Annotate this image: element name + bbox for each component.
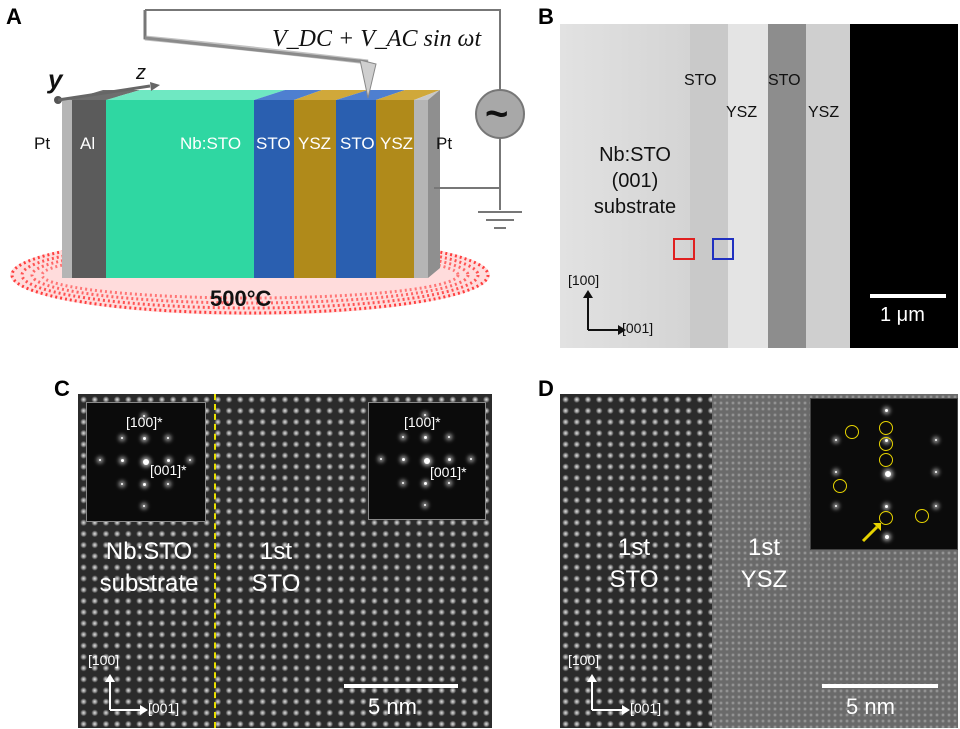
b-direction-arrows [583, 290, 626, 335]
c-inset-right-label-001: [001]* [430, 464, 467, 480]
b-dir-right-label: [001] [622, 320, 654, 336]
d-scale-bar [822, 684, 938, 688]
nbsto-label: Nb:STO [180, 134, 242, 153]
sto-layer-1 [254, 100, 294, 278]
ground-symbol [478, 211, 522, 229]
ysz-layer-2 [376, 100, 414, 278]
d-dir-right-label: [001] [630, 700, 662, 716]
c-scale-label: 5 nm [368, 694, 417, 719]
c-diffraction-inset-left [86, 402, 206, 522]
d-region-left-1: 1st [617, 534, 650, 561]
c-scale-bar [344, 684, 458, 688]
axis-z-label: z [136, 62, 146, 84]
al-layer [72, 100, 106, 278]
afm-tip [359, 59, 377, 99]
axis-y-label: y [48, 64, 63, 94]
b-sto-2-label: STO [768, 72, 801, 89]
ysz-label-1: YSZ [298, 134, 332, 153]
c-region-right-1: 1st [259, 538, 292, 565]
al-label: Al [80, 134, 96, 153]
c-region-left-2: substrate [99, 570, 199, 597]
pt-left-label: Pt [34, 134, 51, 153]
b-substrate-label-3: substrate [593, 196, 677, 218]
voltage-formula: V_DC + V_AC sin ωt [272, 26, 482, 52]
d-scale-label: 5 nm [846, 694, 895, 719]
sto-label-2: STO [340, 134, 375, 153]
d-dir-up-label: [100] [568, 652, 600, 668]
b-sto-1-label: STO [684, 72, 717, 89]
ysz-label-2: YSZ [380, 134, 414, 153]
ac-source-symbol: ~ [485, 92, 509, 136]
ysz-layer-1 [294, 100, 336, 278]
d-region-right-2: YSZ [740, 566, 788, 593]
nbsto-layer [106, 100, 254, 278]
b-blue-marker [712, 238, 734, 260]
b-ysz-1-label: YSZ [726, 104, 758, 121]
d-region-right-1: 1st [747, 534, 780, 561]
c-inset-right-label-100: [100]* [404, 414, 441, 430]
pt-left-layer [62, 100, 72, 278]
panel-d-letter: D [538, 376, 554, 401]
sem-image-b [560, 24, 958, 348]
sto-label-1: STO [256, 134, 291, 153]
pt-right-label: Pt [436, 134, 453, 153]
d-diffraction-inset [810, 398, 958, 550]
c-direction-arrows [105, 674, 148, 715]
panel-a-letter: A [6, 4, 22, 29]
c-interface-line [214, 394, 216, 728]
panel-b-letter: B [538, 4, 554, 29]
c-diffraction-inset-right [368, 402, 486, 520]
temperature-label: 500°C [210, 286, 272, 311]
c-region-right-2: STO [251, 570, 301, 597]
b-scale-label: 1 μm [880, 304, 925, 326]
b-substrate-label-1: Nb:STO [599, 144, 671, 166]
hrtem-image-d-sto [560, 394, 712, 728]
c-region-left-1: Nb:STO [105, 538, 193, 565]
pt-right-layer [414, 100, 428, 278]
sto-layer-2 [336, 100, 376, 278]
c-dir-up-label: [100] [88, 652, 120, 668]
b-ysz-2-label: YSZ [808, 104, 840, 121]
c-inset-left-label-001: [001]* [150, 462, 187, 478]
b-dir-up-label: [100] [568, 272, 600, 288]
c-inset-left-label-100: [100]* [126, 414, 163, 430]
axes-arrows [54, 82, 160, 104]
d-region-left-2: STO [609, 566, 659, 593]
device-schematic [10, 9, 525, 315]
d-direction-arrows [587, 674, 630, 715]
b-scale-bar [870, 294, 946, 298]
panel-c-letter: C [54, 376, 70, 401]
b-red-marker [673, 238, 695, 260]
b-substrate-label-2: (001) [611, 170, 659, 192]
c-dir-right-label: [001] [148, 700, 180, 716]
